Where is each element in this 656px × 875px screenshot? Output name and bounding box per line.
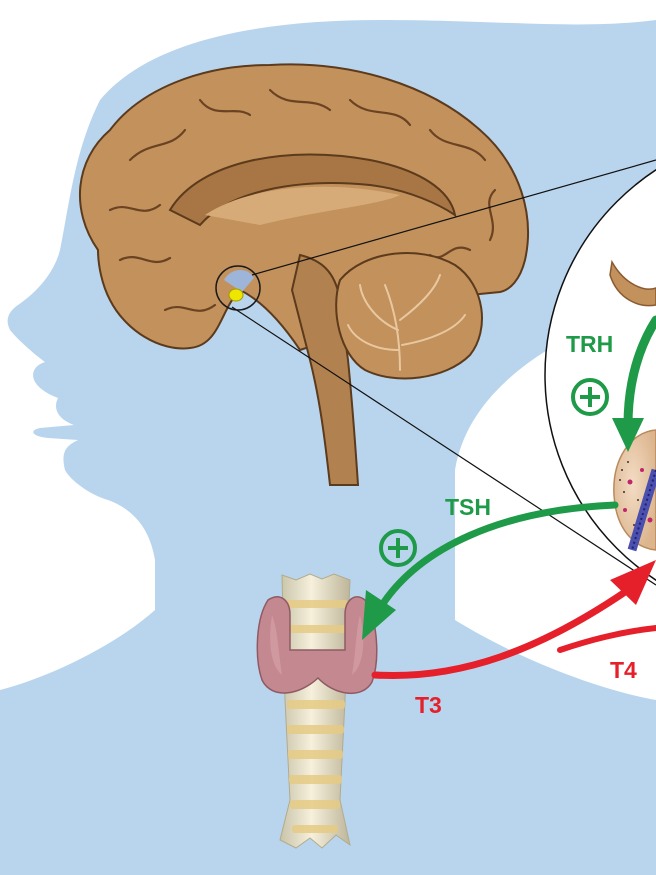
- trh-plus-sign: [573, 380, 607, 414]
- cerebellum: [336, 253, 482, 378]
- t3-label: T3: [415, 692, 442, 718]
- pituitary-spot: [229, 289, 243, 301]
- t4-label: T4: [610, 657, 637, 683]
- tsh-label: TSH: [445, 494, 491, 520]
- t4-arrow: [560, 628, 656, 650]
- trh-label: TRH: [566, 331, 613, 357]
